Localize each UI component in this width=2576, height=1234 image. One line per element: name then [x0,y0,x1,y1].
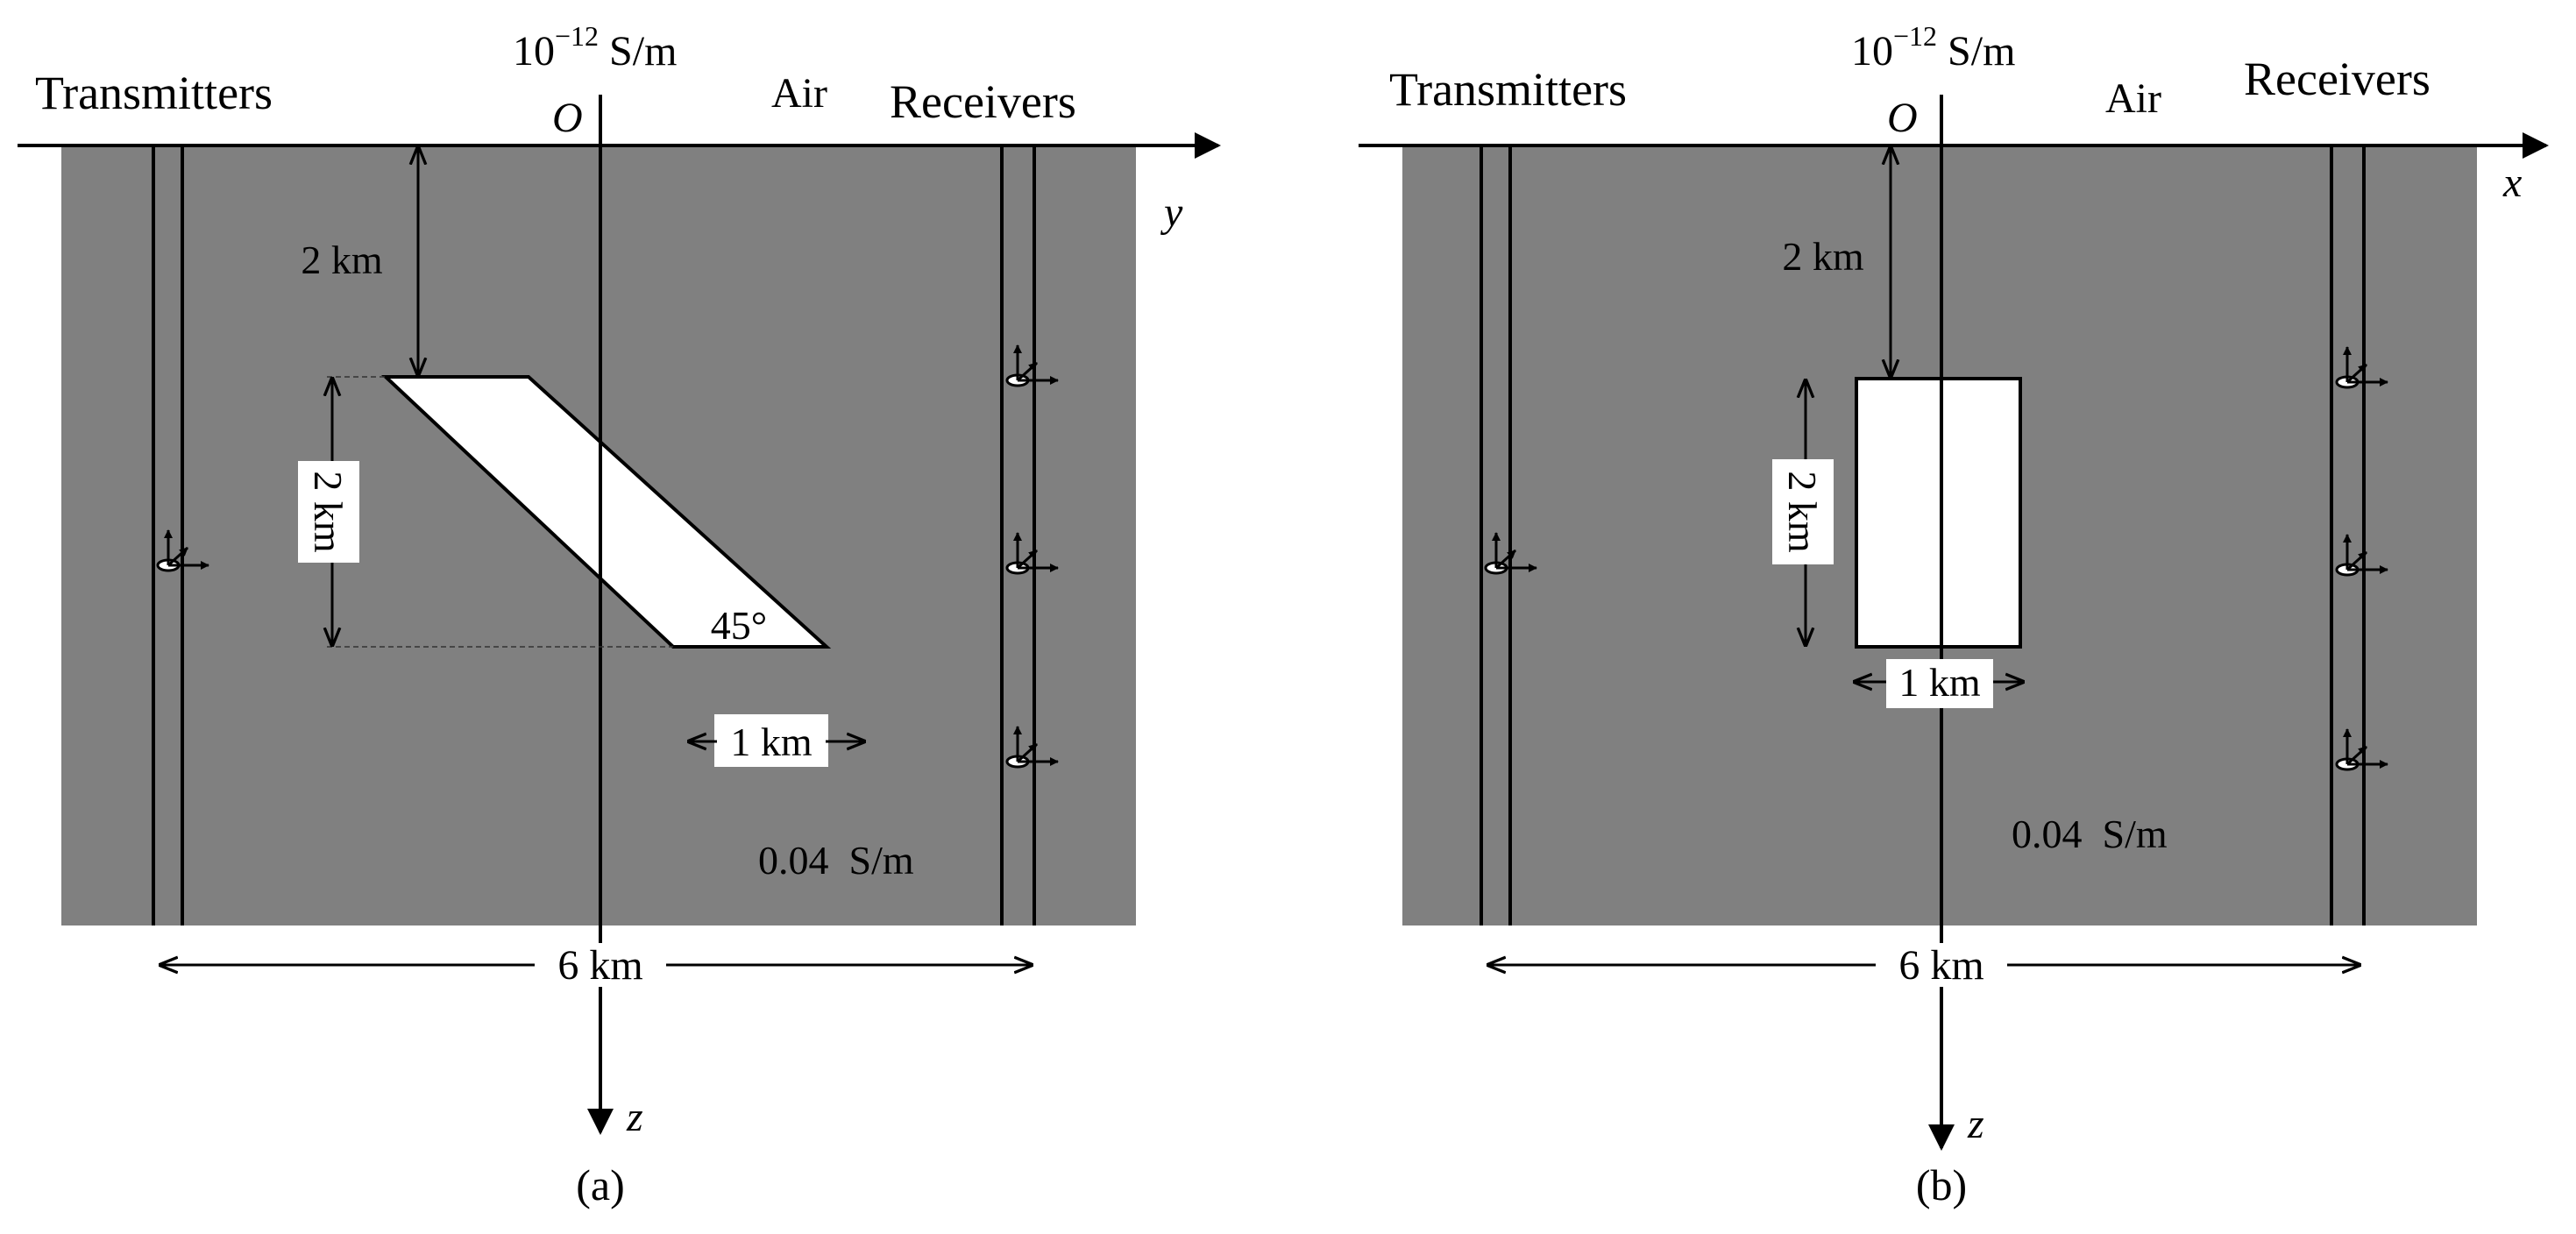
air-conductivity-base: 10 [513,28,555,74]
height-label-box [1772,459,1834,564]
spacing-label: 6 km [1898,942,1983,989]
air-label: Air [771,70,827,117]
horizontal-axis-label: x [2502,160,2522,206]
height-label-box [298,461,359,563]
depth-label: 2 km [301,238,383,282]
air-conductivity-label: 10−12 S/m [1851,20,2015,74]
receiver-sensor-icon [1005,532,1059,575]
receiver-sensor-icon [1005,726,1059,769]
origin-label: O [1887,95,1918,141]
receivers-label: Receivers [2244,53,2431,105]
panel-b: 2 km 2 km 1 km 6 km [1359,20,2549,1209]
width-label-bg [1886,659,1993,708]
receiver-sensor-icon [1005,344,1059,387]
height-label: 2 km [1780,471,1825,553]
air-conductivity-unit: S/m [599,28,677,74]
air-conductivity-exponent: −12 [1893,20,1937,52]
depth-label: 2 km [1782,234,1864,279]
receiver-sensor-icon [2335,534,2388,577]
width-label: 1 km [730,720,813,764]
anomaly-rectangle [1855,377,2022,649]
vertical-axis-label: z [626,1094,643,1140]
air-conductivity-unit: S/m [1937,28,2015,74]
ground-conductivity-label: 0.04 S/m [758,838,914,883]
width-label-bg [717,717,826,766]
spacing-label: 6 km [557,942,642,989]
air-conductivity-base: 10 [1851,28,1893,74]
panel-caption: (b) [1916,1160,1967,1209]
transmitters-label: Transmitters [35,67,273,119]
panel-a: 2 km 2 km 1 km 45° 6 km [18,20,1221,1209]
receiver-sensor-icon [2335,728,2388,771]
spacing-label-bg [535,943,666,987]
air-conductivity-exponent: −12 [555,20,599,52]
ground-conductivity-label: 0.04 S/m [2012,812,2168,856]
width-label: 1 km [1898,660,1981,705]
height-label: 2 km [306,471,351,553]
air-label: Air [2105,75,2161,122]
horizontal-axis-label: y [1160,189,1183,236]
angle-label: 45° [711,603,767,648]
transmitter-sensor-icon [156,529,209,572]
air-conductivity-label: 10−12 S/m [513,20,677,74]
transmitters-label: Transmitters [1389,63,1627,116]
anomaly-parallelogram [380,375,832,649]
receivers-label: Receivers [890,75,1076,128]
receiver-sensor-icon [2335,346,2388,389]
transmitter-sensor-icon [1484,532,1537,575]
origin-label: O [552,95,583,141]
panel-caption: (a) [576,1160,625,1209]
vertical-axis-label: z [1967,1101,1984,1147]
spacing-label-bg [1876,943,2007,987]
